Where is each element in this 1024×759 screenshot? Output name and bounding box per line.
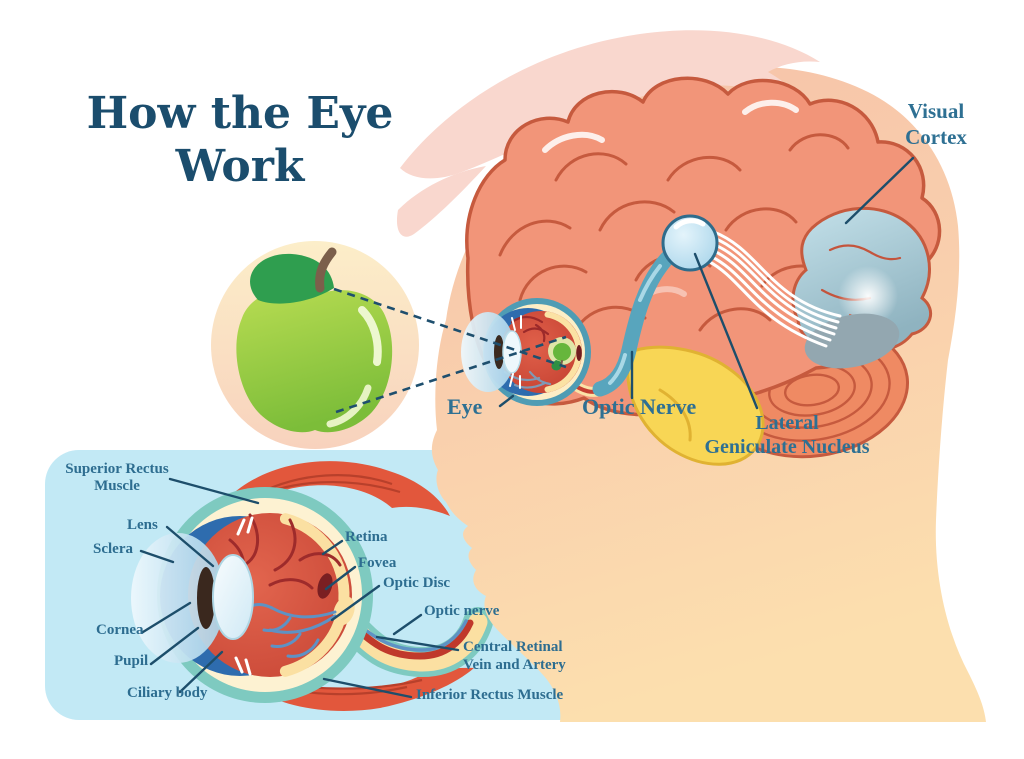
leader-visual-cortex [844, 156, 915, 225]
label-retina: Retina [345, 529, 388, 545]
leader-fovea [324, 565, 357, 591]
visual-cortex-region [791, 206, 933, 369]
leader-optic-disc [330, 584, 381, 622]
label-central-retinal-vein-artery: Central Retinal Vein and Artery [463, 639, 566, 673]
label-pupil: Pupil [114, 653, 149, 669]
leader-sclera [139, 549, 175, 564]
eye-cross-section [131, 461, 493, 711]
lens-shape [212, 554, 254, 640]
cortex-gray-matter [804, 313, 900, 369]
leader-lens [165, 525, 215, 568]
apple-illustration [211, 241, 419, 449]
label-optic-nerve-small: Optic nerve [424, 603, 500, 619]
title-line-2: Work [175, 140, 305, 192]
pupil-shape [197, 567, 215, 629]
label-lateral-geniculate-nucleus: Lateral Geniculate Nucleus [704, 412, 870, 458]
label-ciliary-body: Ciliary body [127, 685, 208, 701]
label-optic-nerve: Optic Nerve [582, 394, 697, 419]
label-fovea: Fovea [358, 555, 397, 571]
page-title: How the Eye Work [78, 88, 402, 194]
apple-stem [315, 247, 337, 293]
leader-pupil [149, 626, 200, 666]
label-eye: Eye [447, 394, 483, 419]
leader-lgn [693, 252, 759, 410]
cornea-shape [131, 533, 225, 663]
label-cornea: Cornea [96, 622, 144, 638]
brain-gyri [498, 133, 850, 332]
leader-cornea [141, 601, 192, 634]
label-visual-cortex: Visual Cortex [905, 99, 967, 149]
leader-central-retinal [375, 635, 460, 652]
mini-eye-illustration [461, 298, 591, 406]
leader-superior-rectus [168, 477, 260, 505]
apple-leaf [250, 253, 334, 304]
label-leader-lines [139, 156, 915, 699]
leader-eye [498, 394, 515, 408]
leader-ciliary-body [178, 650, 224, 694]
lgn-node [661, 214, 719, 272]
label-inferior-rectus-muscle: Inferior Rectus Muscle [416, 687, 564, 703]
leader-optic-nerve-small [392, 613, 423, 636]
fovea-shape [317, 573, 333, 599]
ciliary-body-shape [234, 516, 254, 676]
retinal-veins [242, 603, 337, 658]
superior-rectus-muscle-shape [228, 461, 450, 516]
label-lens: Lens [127, 517, 158, 533]
inverted-apple-image [553, 343, 571, 361]
brainstem [626, 345, 765, 466]
leader-inferior-rectus [322, 677, 413, 699]
title-line-1: How the Eye [86, 88, 394, 139]
optic-radiation-fibers [706, 230, 842, 348]
label-sclera: Sclera [93, 541, 133, 557]
dashed-sight-lines [333, 287, 567, 414]
label-superior-rectus-muscle: Superior Rectus Muscle [65, 461, 169, 495]
leader-retina [321, 539, 344, 556]
label-optic-disc: Optic Disc [383, 575, 451, 591]
